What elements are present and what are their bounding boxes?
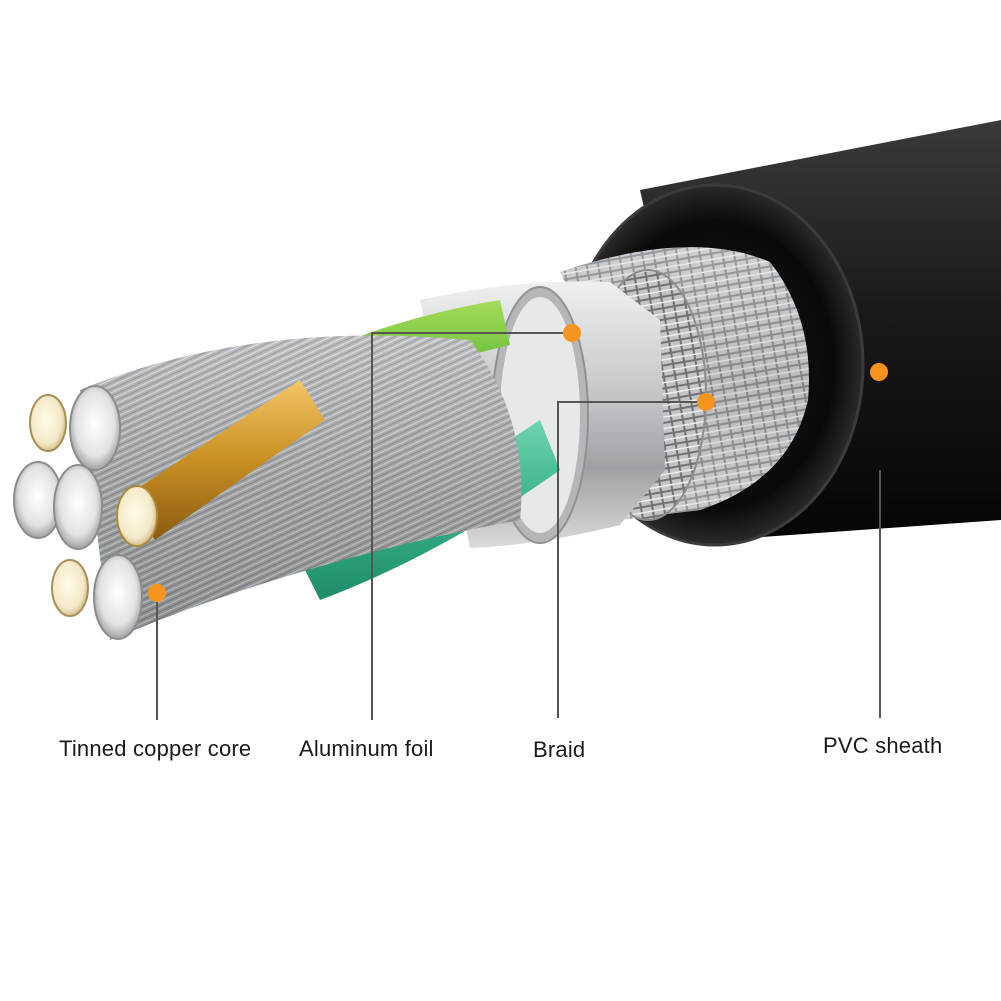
label-pvc-sheath: PVC sheath bbox=[823, 733, 943, 758]
callout-markers bbox=[148, 324, 888, 602]
tinned-core-ends bbox=[13, 385, 143, 640]
marker-dot-braid bbox=[697, 393, 715, 411]
marker-dot-core bbox=[148, 584, 166, 602]
callout-line-foil bbox=[371, 332, 572, 720]
marker-dot-sheath bbox=[870, 363, 888, 381]
marker-dot-foil bbox=[563, 324, 581, 342]
label-tinned-copper-core: Tinned copper core bbox=[59, 736, 252, 761]
callout-line-braid bbox=[557, 401, 706, 718]
stranded-bundle bbox=[80, 335, 522, 640]
callout-lines bbox=[156, 332, 881, 720]
copper-conductor bbox=[116, 380, 325, 547]
label-aluminum-foil: Aluminum foil bbox=[299, 736, 434, 761]
label-braid: Braid bbox=[533, 737, 586, 762]
